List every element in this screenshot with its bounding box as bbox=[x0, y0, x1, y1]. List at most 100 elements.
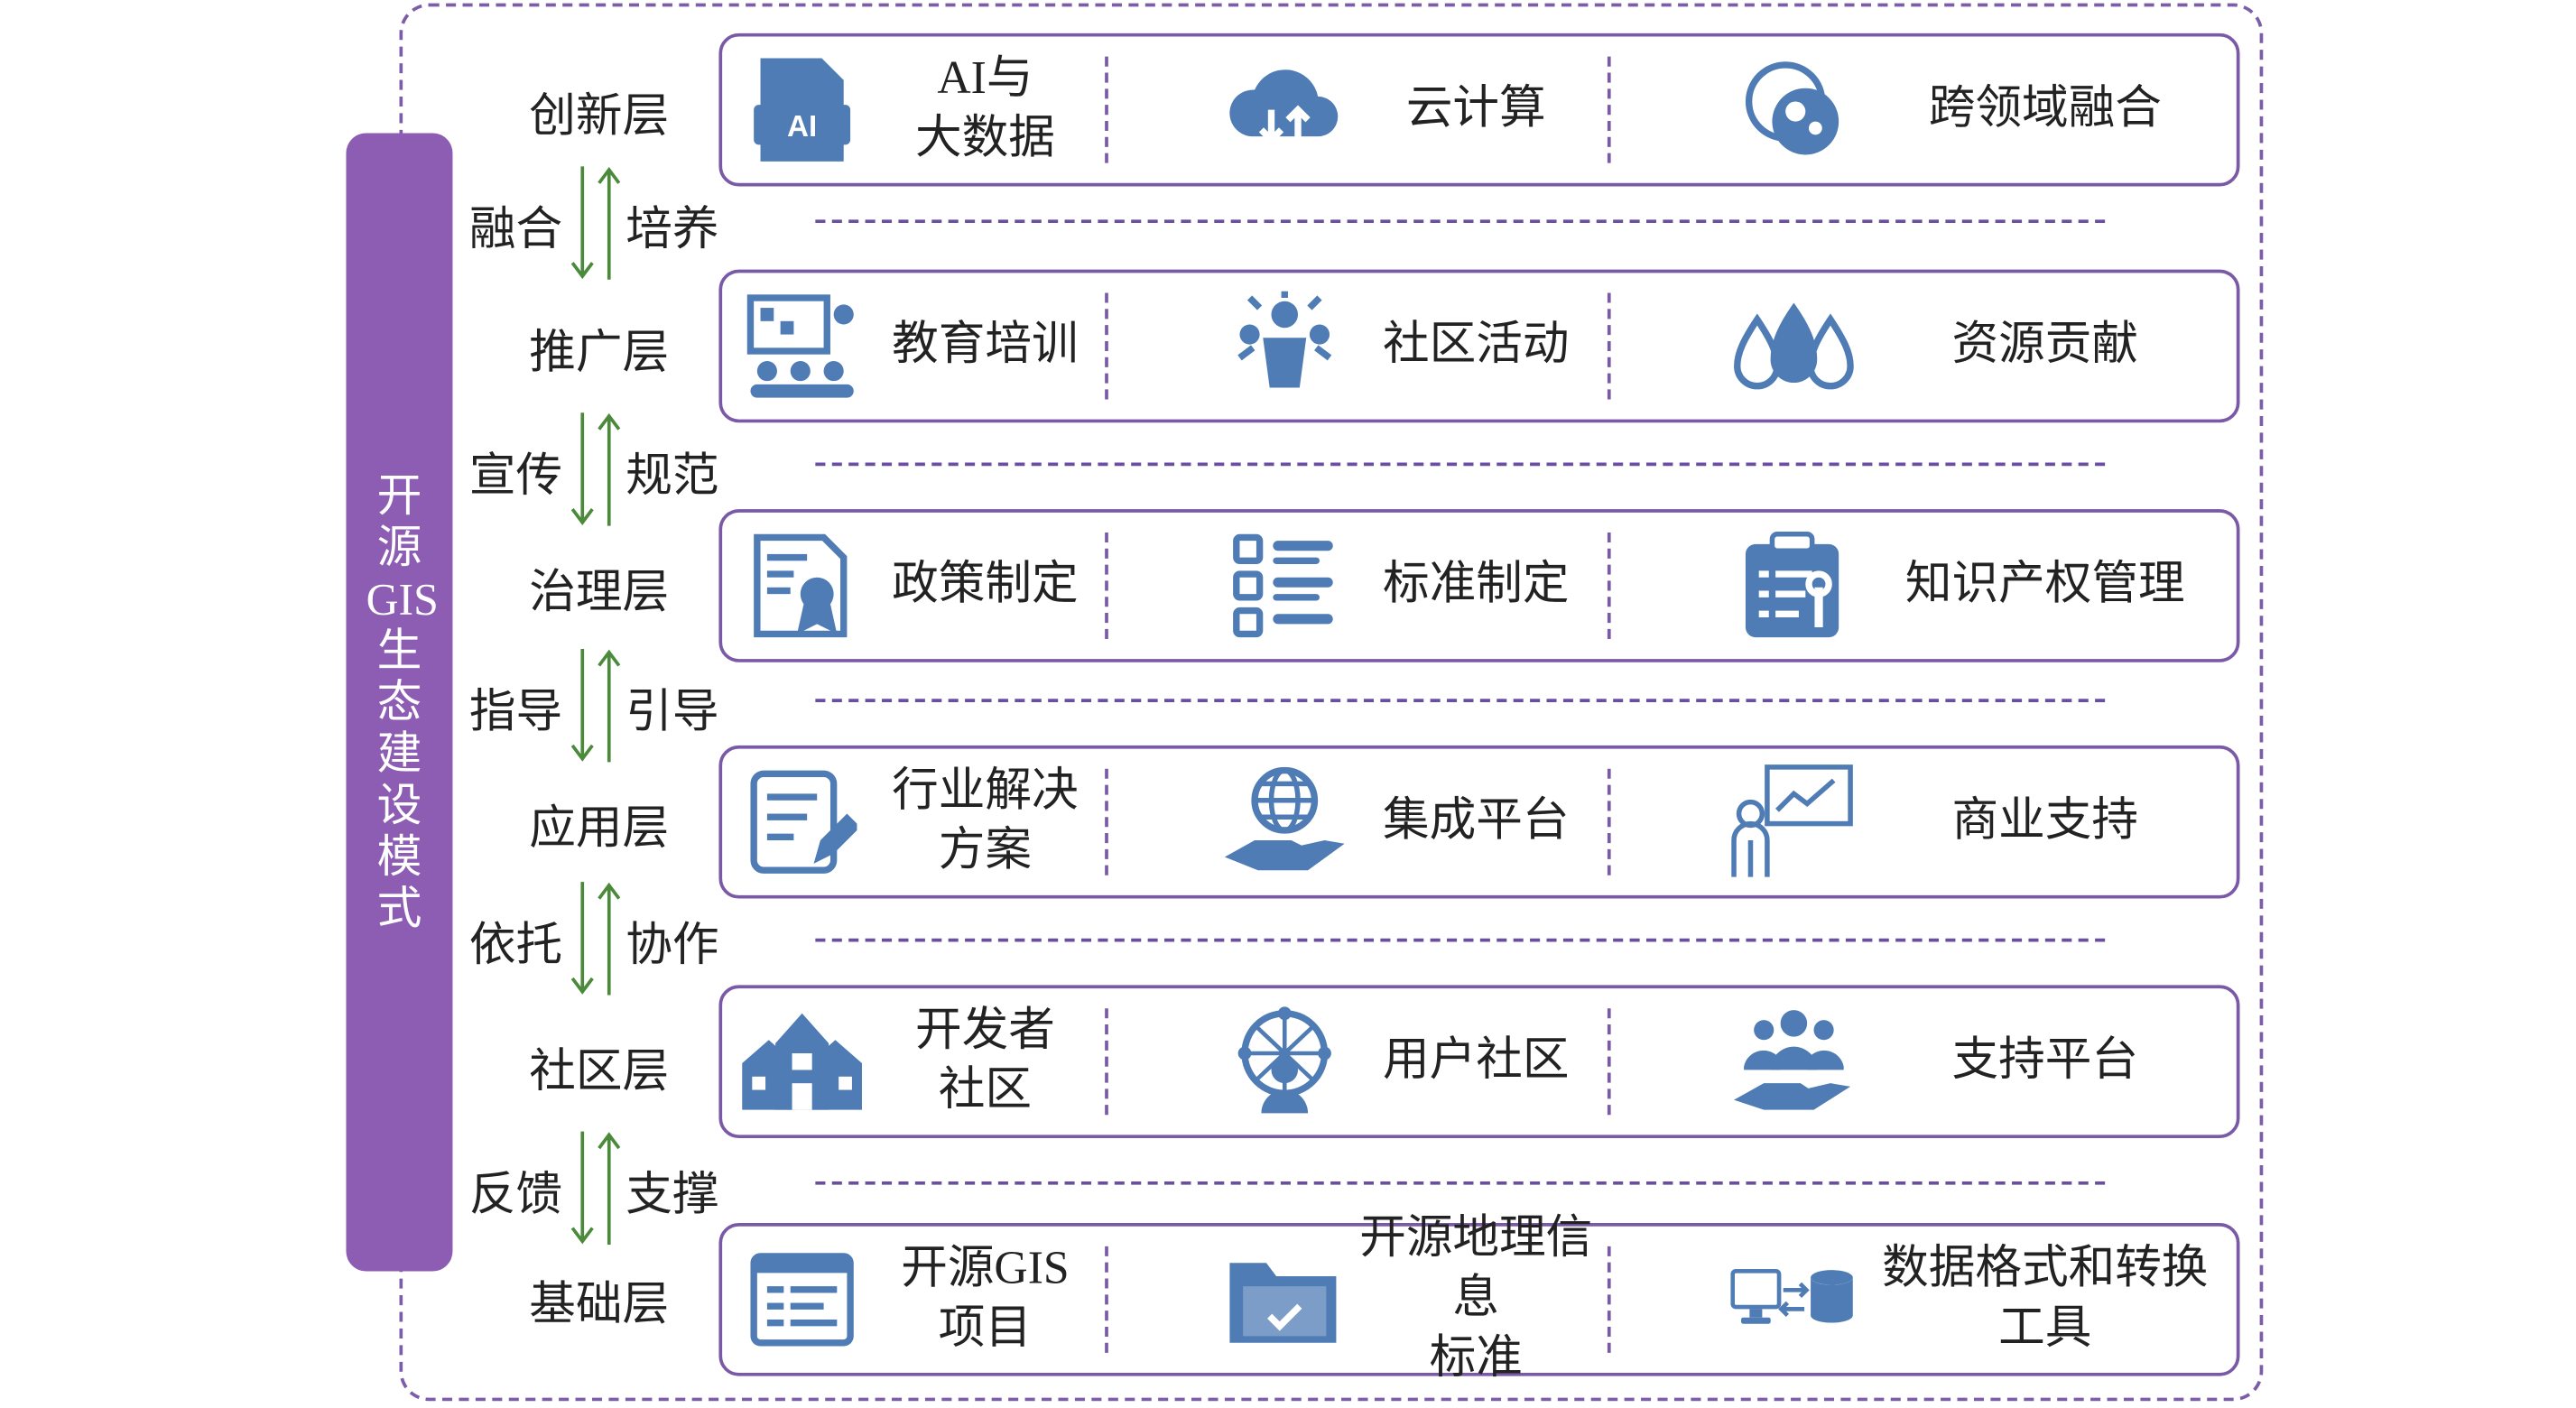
layer-name: 基础层 bbox=[529, 1279, 670, 1331]
layer-item-label: 社区活动 bbox=[1383, 319, 1570, 372]
cell-divider bbox=[1105, 768, 1108, 875]
policy-certificate-icon bbox=[739, 523, 866, 649]
layer-item: 开发者 社区 bbox=[739, 988, 1106, 1135]
layer-item-label: 集成平台 bbox=[1383, 795, 1570, 848]
layer-row: 开发者 社区 用户社区 支持平台 bbox=[718, 985, 2240, 1139]
layer-item-label: 开发者 社区 bbox=[914, 1005, 1055, 1117]
layer-separator-dash bbox=[815, 219, 2106, 224]
connector-down-label: 融合 bbox=[468, 204, 563, 256]
layer-item: 教育培训 bbox=[739, 273, 1106, 419]
layer-item: 商业支持 bbox=[1730, 749, 2233, 895]
layer-item: 政策制定 bbox=[739, 513, 1106, 659]
connector-down-label: 指导 bbox=[468, 687, 563, 739]
side-title-char: 建 bbox=[376, 727, 422, 778]
layer-connector: 融合 培养 bbox=[469, 160, 729, 286]
clipboard-wrench-icon bbox=[1730, 523, 1857, 649]
connector-down-label: 反馈 bbox=[468, 1170, 563, 1222]
layer-item: 行业解决 方案 bbox=[739, 749, 1106, 895]
layer-item: 集成平台 bbox=[1221, 749, 1604, 895]
layer-separator-dash bbox=[815, 462, 2106, 467]
side-title-char: 源 bbox=[376, 521, 422, 572]
layer-connector: 指导引导 bbox=[469, 643, 729, 769]
layer-item: 社区活动 bbox=[1221, 273, 1604, 419]
list-icon bbox=[1221, 523, 1348, 649]
layer-item: 支持平台 bbox=[1730, 988, 2233, 1135]
layer-item-label: 资源贡献 bbox=[1951, 319, 2139, 372]
cell-divider bbox=[1607, 292, 1611, 400]
layer-separator-dash bbox=[815, 1181, 2106, 1185]
layer-row: 政策制定 标准制定 知识产权管理 bbox=[718, 509, 2240, 662]
layer-name: 创新层 bbox=[529, 91, 670, 144]
layer-item-label: 教育培训 bbox=[892, 319, 1079, 372]
connector-up-label: 培养 bbox=[625, 204, 719, 256]
connector-up-label: 规范 bbox=[625, 450, 719, 503]
layer-item: 云计算 bbox=[1221, 37, 1604, 183]
bidirectional-arrow-icon bbox=[570, 412, 621, 526]
layer-item-label: 标准制定 bbox=[1383, 559, 1570, 611]
layer-name: 社区层 bbox=[529, 1046, 670, 1098]
side-title-char: GIS bbox=[366, 573, 439, 624]
side-title-char: 生 bbox=[376, 625, 422, 675]
layer-item: 开源地理信息 标准 bbox=[1221, 1213, 1604, 1385]
cross-domain-icon bbox=[1730, 47, 1857, 173]
ai-document-icon: AI bbox=[739, 47, 866, 173]
bidirectional-arrow-icon bbox=[570, 882, 621, 996]
folder-check-icon bbox=[1221, 1237, 1348, 1363]
cell-divider bbox=[1607, 532, 1611, 639]
bidirectional-arrow-icon bbox=[570, 649, 621, 763]
layer-item: 开源GIS 项目 bbox=[739, 1227, 1106, 1373]
layer-item-label: AI与 大数据 bbox=[914, 52, 1055, 165]
cell-divider bbox=[1105, 292, 1108, 400]
cloud-computing-icon bbox=[1221, 47, 1348, 173]
cell-divider bbox=[1607, 56, 1611, 163]
layer-connector: 宣传 规范 bbox=[469, 406, 729, 533]
layer-item-label: 政策制定 bbox=[892, 559, 1079, 611]
layer-item-label: 商业支持 bbox=[1951, 795, 2139, 848]
layer-item: 数据格式和转换 工具 bbox=[1730, 1227, 2233, 1373]
cell-divider bbox=[1105, 1008, 1108, 1116]
connector-down-label: 宣传 bbox=[468, 450, 563, 503]
layer-separator-dash bbox=[815, 699, 2106, 702]
cell-divider bbox=[1607, 768, 1611, 875]
layer-row: AI AI与 大数据 云计算 跨领域融合 bbox=[718, 32, 2240, 187]
cell-divider bbox=[1105, 1246, 1108, 1353]
layer-item-label: 云计算 bbox=[1405, 83, 1546, 135]
cell-divider bbox=[1607, 1246, 1611, 1353]
monitor-database-icon bbox=[1730, 1237, 1857, 1363]
side-title-char: 态 bbox=[376, 676, 422, 727]
cell-divider bbox=[1105, 532, 1108, 639]
layer-item-label: 行业解决 方案 bbox=[892, 765, 1079, 877]
layer-connector: 反馈 支撑 bbox=[469, 1125, 729, 1251]
layer-item-label: 知识产权管理 bbox=[1904, 559, 2185, 611]
layer-item: AI AI与 大数据 bbox=[739, 37, 1106, 183]
cell-divider bbox=[1105, 56, 1108, 163]
bidirectional-arrow-icon bbox=[570, 166, 621, 280]
svg-text:AI: AI bbox=[787, 110, 817, 144]
code-window-icon bbox=[739, 1237, 866, 1363]
people-hand-icon bbox=[1730, 998, 1857, 1125]
network-head-icon bbox=[1221, 998, 1348, 1125]
layer-item: 知识产权管理 bbox=[1730, 513, 2233, 659]
layer-item: 跨领域融合 bbox=[1730, 37, 2233, 183]
layer-connector: 依托协作 bbox=[469, 875, 729, 1002]
cell-divider bbox=[1607, 1008, 1611, 1116]
side-title-char: 设 bbox=[376, 779, 422, 830]
layer-row: 开源GIS 项目 开源地理信息 标准数据格式和转换 工具 bbox=[718, 1213, 2240, 1385]
layer-item: 资源贡献 bbox=[1730, 273, 2233, 419]
side-title-char: 模 bbox=[376, 830, 422, 882]
bidirectional-arrow-icon bbox=[570, 1131, 621, 1246]
layer-row: 教育培训 社区活动 资源贡献 bbox=[718, 269, 2240, 423]
side-title-char: 开 bbox=[376, 469, 422, 521]
presentation-chart-icon bbox=[1730, 759, 1857, 885]
houses-icon bbox=[739, 998, 866, 1125]
layer-item-label: 跨领域融合 bbox=[1928, 83, 2162, 135]
layer-row: 行业解决 方案 集成平台 商业支持 bbox=[718, 745, 2240, 899]
layer-item-label: 开源GIS 项目 bbox=[901, 1243, 1070, 1355]
layer-item-label: 用户社区 bbox=[1383, 1034, 1570, 1087]
training-icon bbox=[739, 283, 866, 409]
layer-item-label: 开源地理信息 标准 bbox=[1359, 1212, 1593, 1385]
connector-up-label: 支撑 bbox=[625, 1170, 719, 1222]
globe-hand-icon bbox=[1221, 759, 1348, 885]
